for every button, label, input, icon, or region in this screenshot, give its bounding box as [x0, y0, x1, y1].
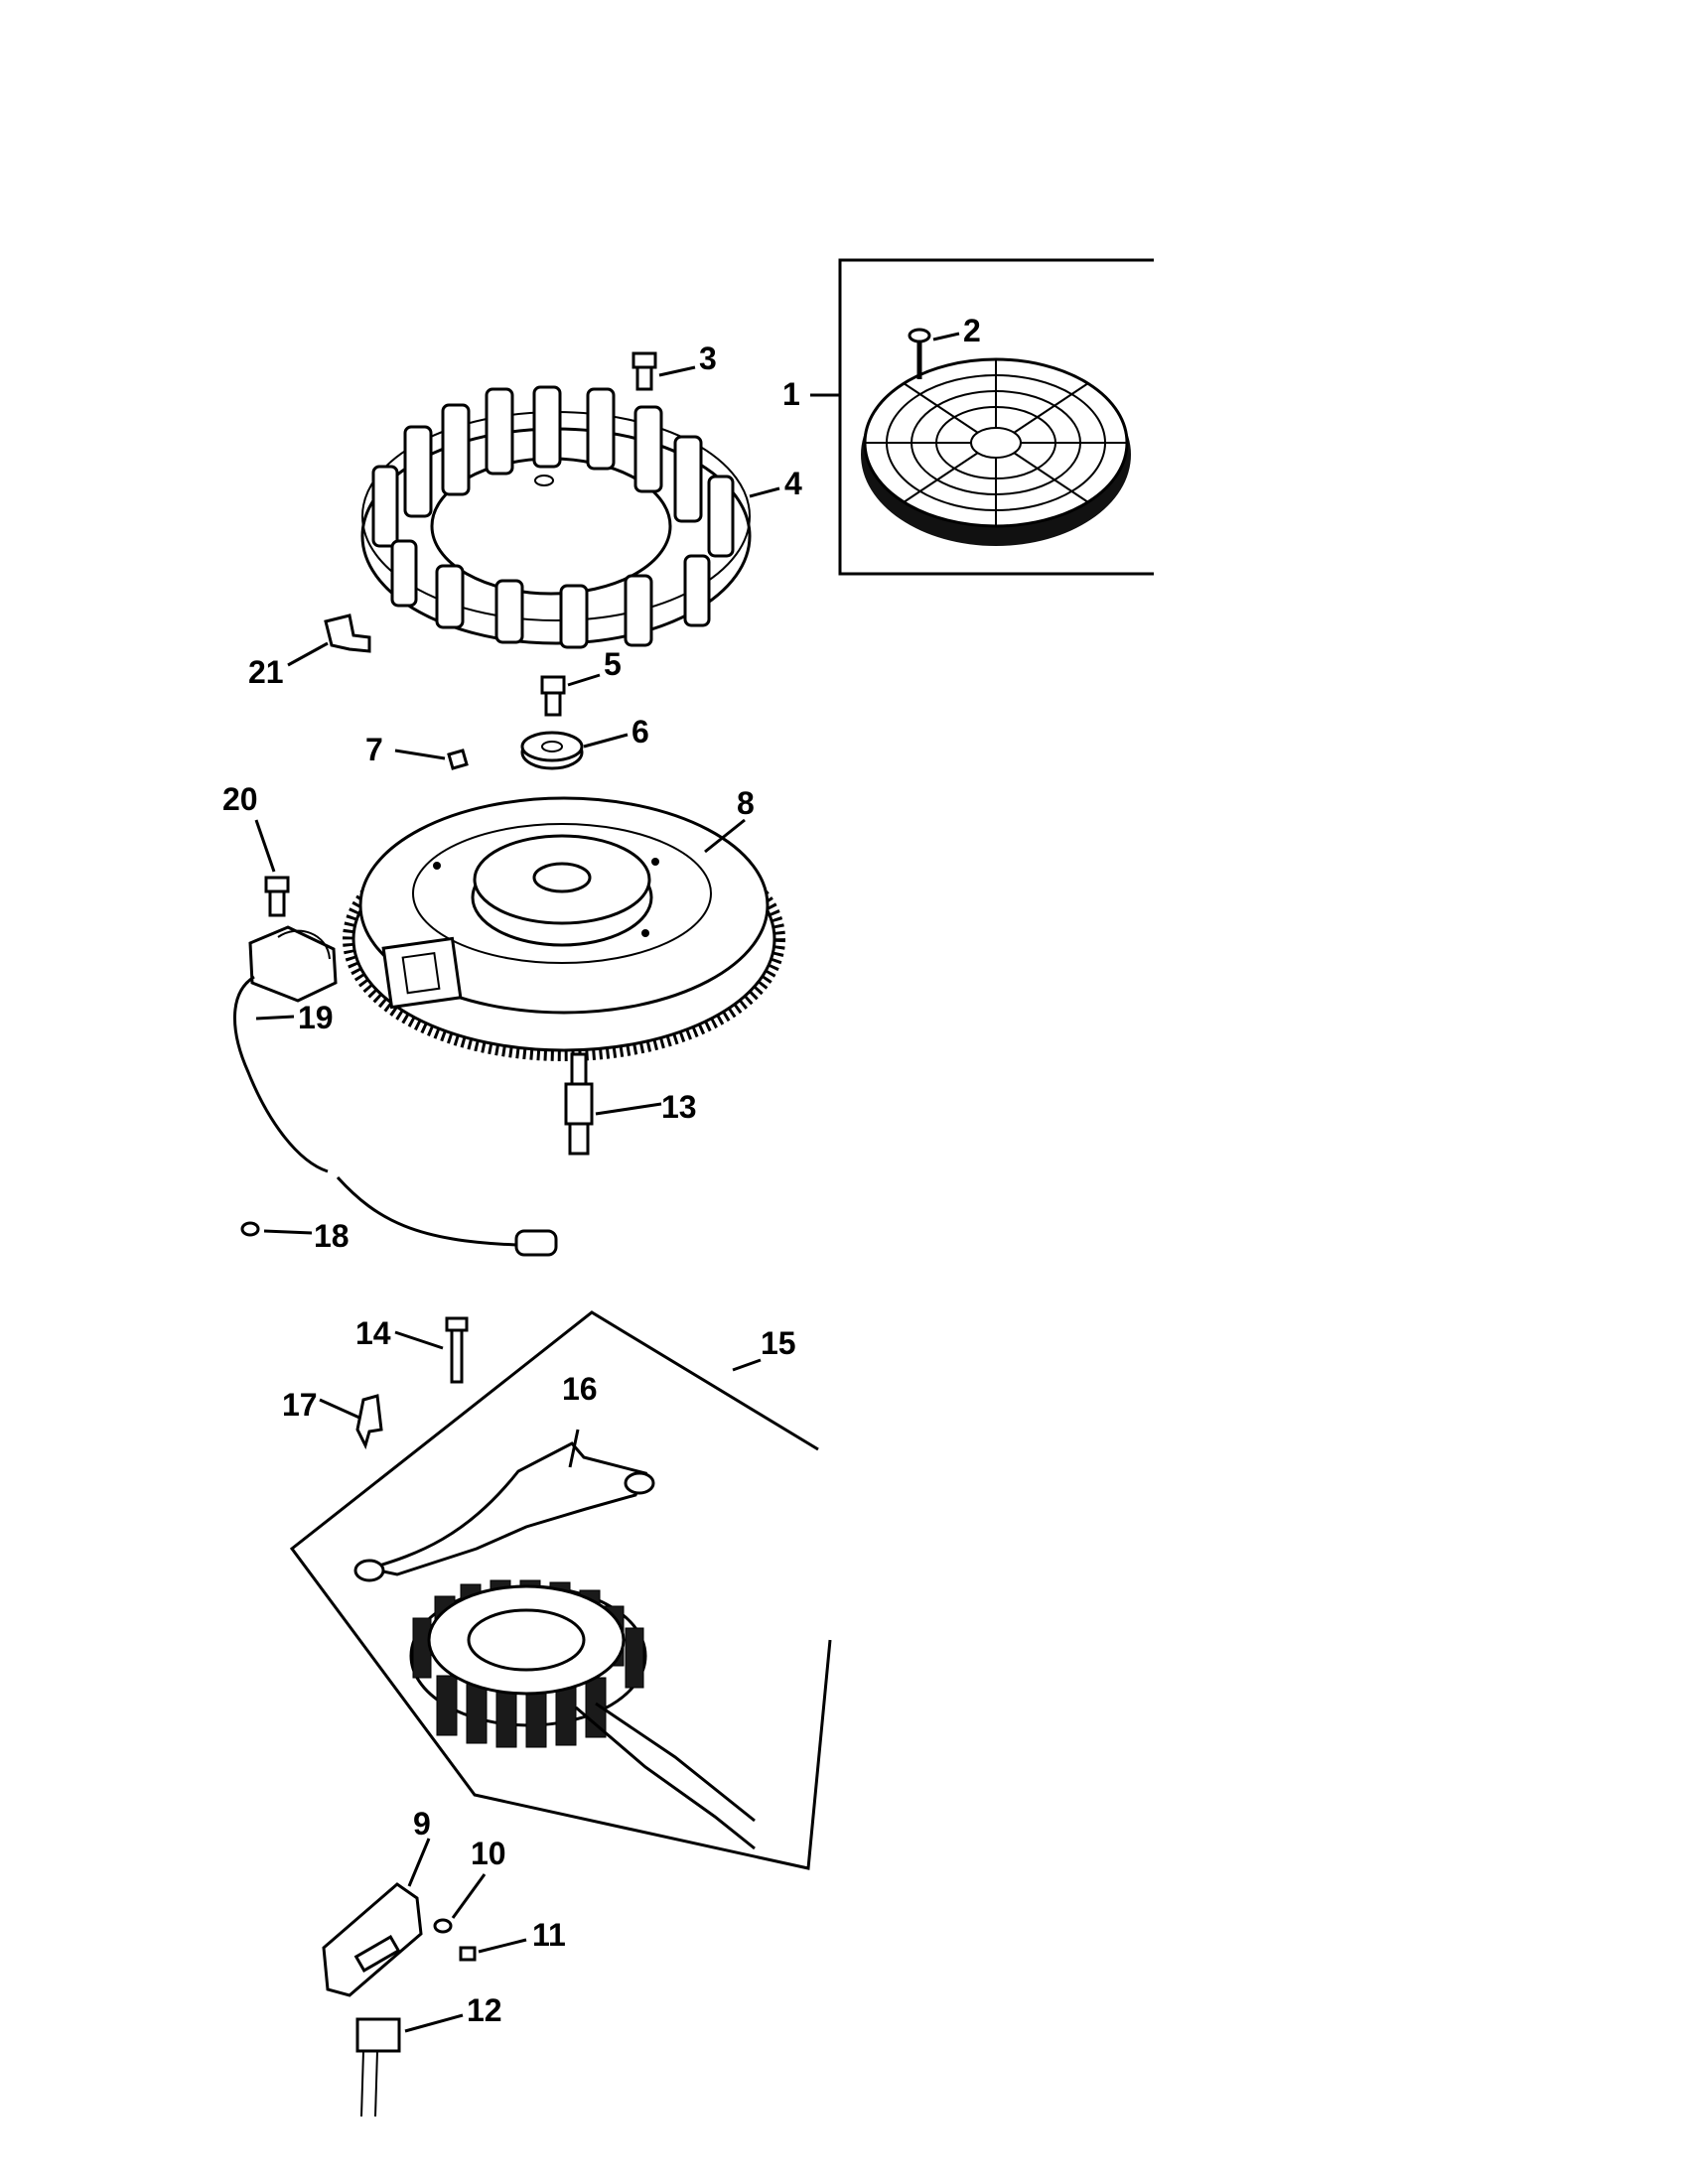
callout-15: 15: [761, 1325, 796, 1361]
cooling-fan: [360, 351, 780, 649]
callout-5: 5: [604, 646, 622, 682]
callout-2: 2: [963, 313, 981, 348]
callout-9: 9: [413, 1806, 431, 1842]
spark-plug: [564, 1052, 662, 1156]
callout-7: 7: [365, 732, 383, 767]
flywheel: [343, 796, 785, 1061]
callout-14: 14: [355, 1315, 391, 1351]
callout-20: 20: [222, 781, 258, 817]
callout-3: 3: [699, 341, 717, 376]
callout-13: 13: [661, 1089, 697, 1125]
bracket: [287, 614, 371, 667]
stator-assembly: [289, 1310, 832, 1870]
callout-labels: 1 2 3 4 5 6 7 8 9 10 11 12 13 14 15 16 1…: [222, 313, 981, 2028]
callout-19: 19: [298, 1000, 334, 1035]
callout-10: 10: [471, 1836, 506, 1871]
rectifier-regulator-and-hardware: [322, 1838, 527, 2117]
flywheel-bolt-washer-key: [394, 673, 629, 770]
callout-21: 21: [248, 654, 284, 690]
callout-6: 6: [632, 714, 649, 750]
ignition-module: [232, 819, 558, 1257]
callout-16: 16: [562, 1371, 598, 1407]
callout-1: 1: [782, 376, 800, 412]
callout-17: 17: [282, 1387, 318, 1423]
callout-12: 12: [467, 1992, 502, 2028]
callout-18: 18: [314, 1218, 350, 1254]
stator-bolt-and-clip: [319, 1316, 469, 1450]
callout-8: 8: [737, 785, 755, 821]
callout-4: 4: [784, 466, 802, 501]
grille-assembly: [810, 258, 1154, 576]
callout-11: 11: [532, 1917, 566, 1953]
